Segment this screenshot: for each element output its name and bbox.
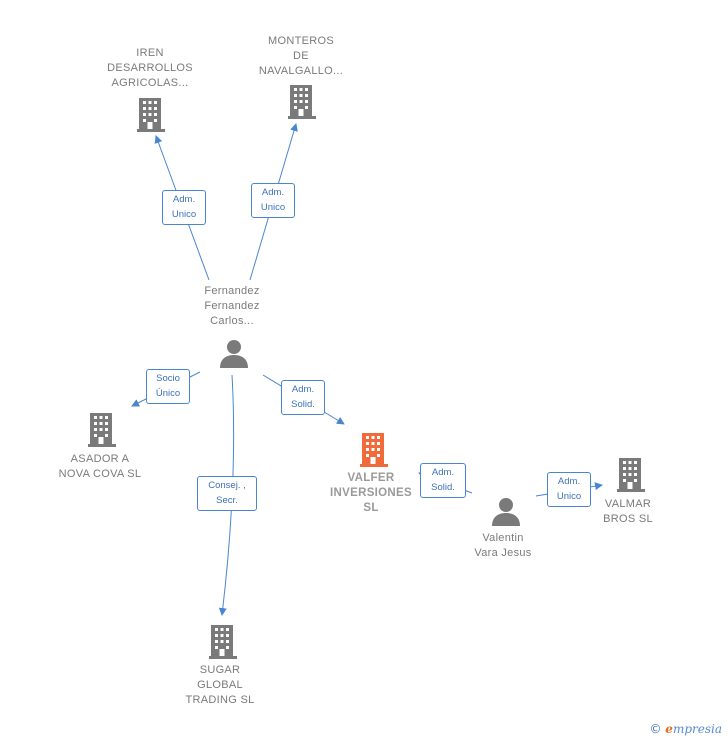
node-label-fernandez: Fernandez Fernandez Carlos... <box>204 285 260 327</box>
edge-label-fernandez-asador[interactable]: Socio Único <box>146 369 190 404</box>
building-icon[interactable] <box>617 458 649 492</box>
brand-initial: e <box>665 722 673 736</box>
node-label-valfer: VALFER INVERSIONES SL <box>330 472 412 514</box>
person-icon[interactable] <box>219 339 249 368</box>
building-icon[interactable] <box>137 98 169 132</box>
node-label-monteros: MONTEROS DE NAVALGALLO... <box>258 35 344 77</box>
building-icon[interactable] <box>209 625 241 659</box>
building-icon[interactable] <box>88 413 120 447</box>
edge-label-fernandez-sugar[interactable]: Consej. , Secr. <box>197 476 257 511</box>
edge-label-valentin-valfer[interactable]: Adm. Solid. <box>420 463 466 498</box>
node-label-sugar: SUGAR GLOBAL TRADING SL <box>185 664 255 706</box>
building-icon[interactable] <box>288 85 320 119</box>
node-label-valentin: Valentin Vara Jesus <box>474 532 532 559</box>
edge-label-valentin-valmar[interactable]: Adm. Unico <box>547 472 591 507</box>
building-icon-focus[interactable] <box>360 433 392 467</box>
brand-name: mpresia <box>672 722 722 736</box>
node-label-iren: IREN DESARROLLOS AGRICOLAS... <box>107 47 193 89</box>
edge-label-fernandez-monteros[interactable]: Adm. Unico <box>251 183 295 218</box>
person-icon[interactable] <box>491 497 521 526</box>
node-label-valmar: VALMAR BROS SL <box>603 498 653 525</box>
brand-logo: © empresia <box>649 722 722 736</box>
copyright-symbol: © <box>649 722 662 736</box>
edge-label-fernandez-valfer[interactable]: Adm. Solid. <box>281 380 325 415</box>
edge-label-fernandez-iren[interactable]: Adm. Unico <box>162 190 206 225</box>
node-label-asador: ASADOR A NOVA COVA SL <box>58 453 142 480</box>
